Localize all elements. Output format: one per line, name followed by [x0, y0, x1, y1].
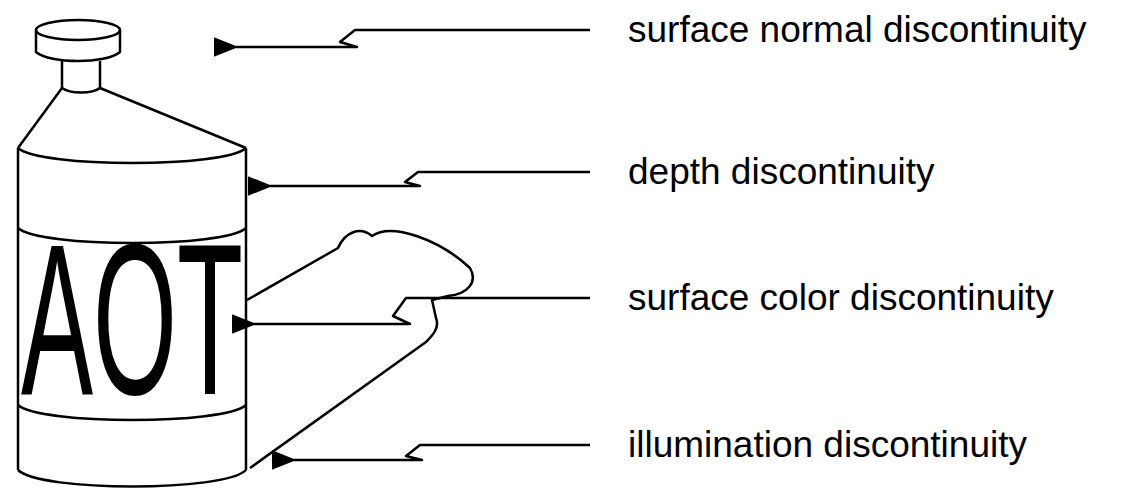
callout-label: surface normal discontinuity [628, 8, 1087, 52]
leader-line [294, 445, 590, 460]
leader-line [236, 30, 590, 47]
shadow-outline [247, 231, 473, 468]
callout-label: depth discontinuity [628, 150, 934, 194]
bottle-lettering: AOT [0, 210, 267, 426]
leader-line [254, 298, 590, 324]
callout-label: illumination discontinuity [628, 423, 1027, 467]
callout-label: surface color discontinuity [628, 276, 1054, 320]
leader-line [270, 172, 590, 186]
